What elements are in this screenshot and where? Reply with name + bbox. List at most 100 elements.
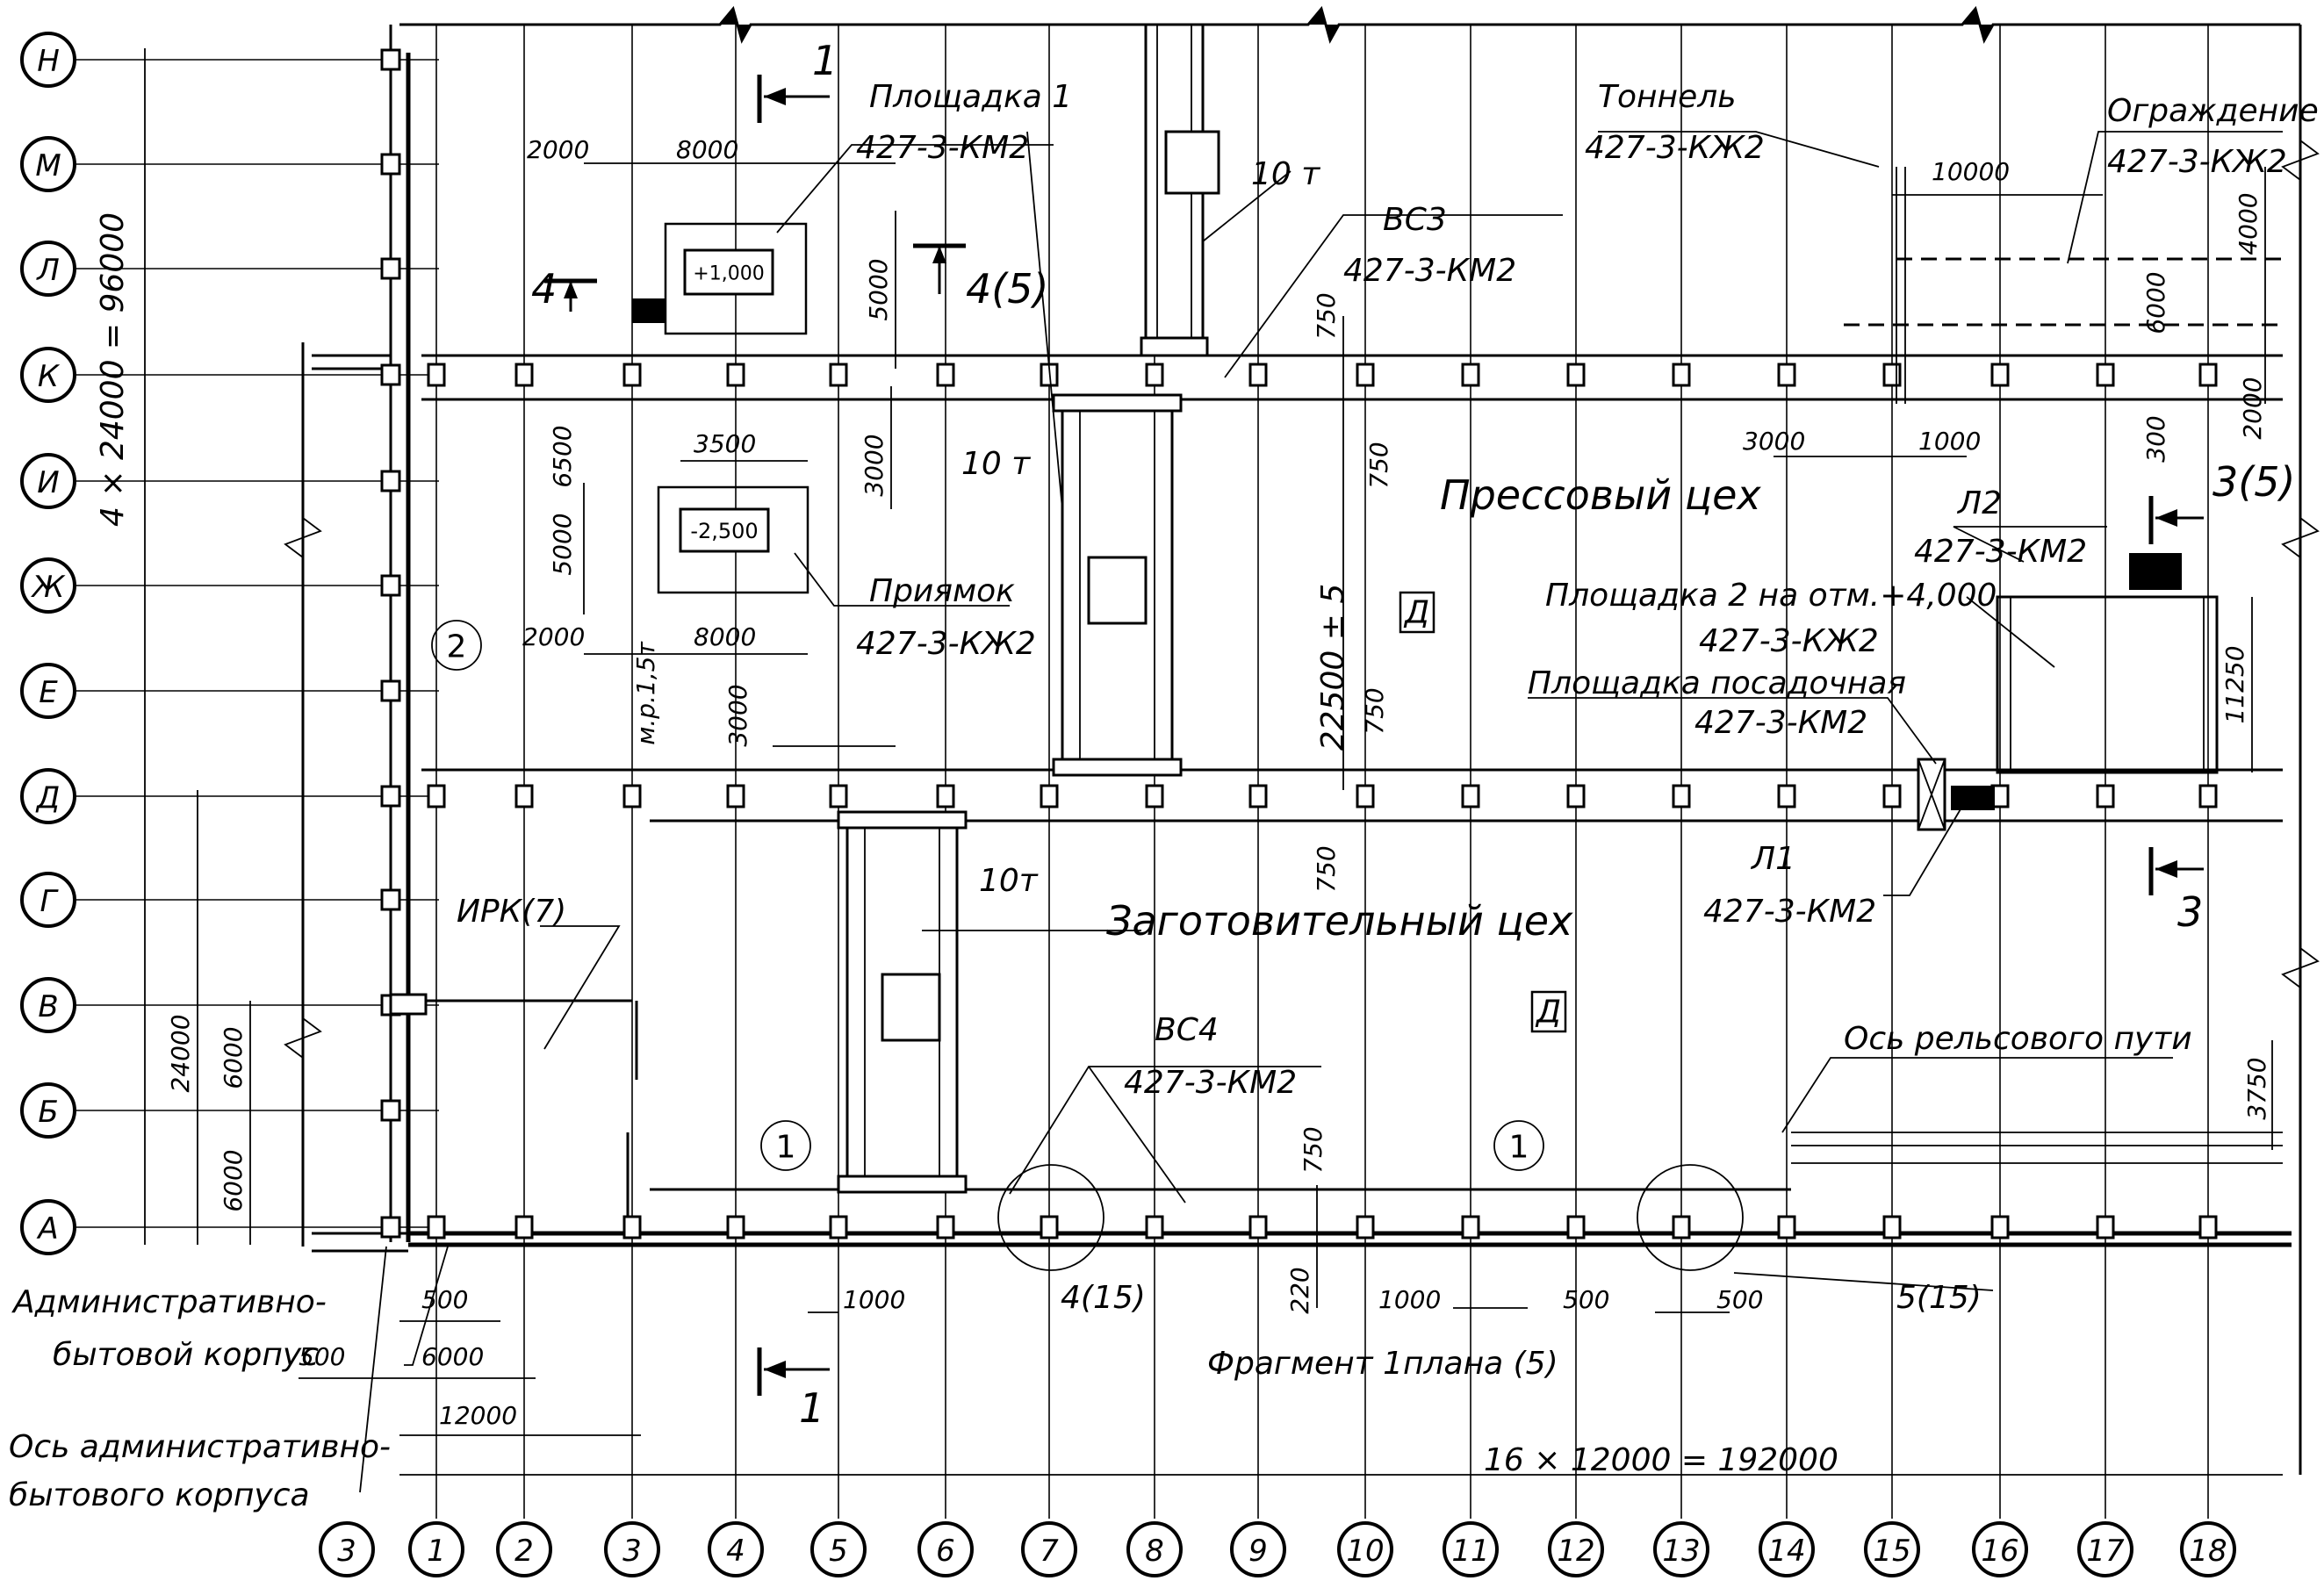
column-axis-label: 11 bbox=[1451, 1534, 1489, 1569]
dim-t-3000: 3000 bbox=[1743, 427, 1805, 456]
structural-column bbox=[427, 784, 446, 808]
dim-p1-5000: 5000 bbox=[864, 258, 893, 320]
platform1-label: Площадка 1 bbox=[869, 79, 1072, 115]
structural-column bbox=[622, 784, 642, 808]
structural-column bbox=[1145, 784, 1164, 808]
admin-axis-label-1: Ось административно- bbox=[9, 1429, 391, 1465]
dim-t-2000: 2000 bbox=[2238, 377, 2267, 439]
column-axis-label: 7 bbox=[1040, 1534, 1059, 1569]
structural-column bbox=[1672, 363, 1691, 387]
row-axis-label: А bbox=[36, 1211, 58, 1247]
fence-ref: 427-3-КЖ2 bbox=[2107, 144, 2287, 180]
structural-column bbox=[427, 363, 446, 387]
structural-column bbox=[1882, 784, 1902, 808]
structural-column bbox=[1672, 1215, 1691, 1240]
rail-axis-label: Ось рельсового пути bbox=[1844, 1021, 2192, 1057]
row-axis-bubble bbox=[20, 136, 76, 192]
dim-pit-3500: 3500 bbox=[694, 429, 756, 458]
l2-ref: 427-3-КМ2 bbox=[1914, 534, 2087, 570]
column-axis-label: 3 bbox=[622, 1534, 642, 1569]
ref-circle-1a: 1 bbox=[776, 1130, 796, 1166]
column-axis-label: 15 bbox=[1873, 1534, 1910, 1569]
dim-750a: 750 bbox=[1312, 292, 1341, 339]
column-axis-label: 8 bbox=[1145, 1534, 1164, 1569]
dim-t-1000: 1000 bbox=[1918, 427, 1981, 456]
crane-bottom bbox=[837, 810, 968, 1194]
platform-2 bbox=[1917, 553, 2219, 831]
wall-column bbox=[380, 363, 401, 386]
structural-column bbox=[1356, 1215, 1375, 1240]
structural-column bbox=[622, 1215, 642, 1240]
structural-column bbox=[2198, 784, 2218, 808]
structural-column bbox=[1248, 784, 1268, 808]
platform2-label: Площадка 2 на отм.+4,000 bbox=[1545, 578, 1997, 614]
crane-top bbox=[1140, 23, 1220, 357]
structural-column bbox=[1990, 1215, 2010, 1240]
row-axis-label: Б bbox=[38, 1095, 58, 1130]
ref-circle-2: 2 bbox=[447, 629, 467, 665]
section-labels: 1 1 3(5) 3 4 4(5) bbox=[531, 37, 2295, 1432]
structural-column bbox=[1356, 363, 1375, 387]
section-markers bbox=[544, 75, 2204, 1396]
structural-column bbox=[1882, 363, 1902, 387]
admin-building-label-1: Административно- bbox=[11, 1284, 327, 1320]
column-axis-label: 17 bbox=[2086, 1534, 2125, 1569]
building-outline bbox=[284, 5, 2320, 1475]
structural-column bbox=[514, 784, 534, 808]
dimension-lines bbox=[144, 48, 2283, 1476]
dim-pit-5000: 5000 bbox=[548, 513, 577, 575]
dim-6000a: 6000 bbox=[219, 1026, 248, 1089]
row-axis-bubble bbox=[20, 557, 76, 614]
row-axis-label: В bbox=[38, 989, 58, 1024]
platform1-ref: 427-3-КМ2 bbox=[856, 130, 1029, 166]
column-axis-label: 16 bbox=[1981, 1534, 2018, 1569]
dim-750d: 750 bbox=[1312, 845, 1341, 892]
wall-column bbox=[380, 1099, 401, 1122]
ref-circle-1b: 1 bbox=[1509, 1130, 1529, 1166]
row-axis-label: Д bbox=[35, 780, 61, 816]
irk-building bbox=[389, 993, 428, 1016]
platform2-ref: 427-3-КЖ2 bbox=[1699, 623, 1879, 659]
grid-row-lines bbox=[75, 59, 439, 1228]
dimension-text: 4 × 24000 = 96000 16 × 12000 = 192000 22… bbox=[95, 135, 2271, 1478]
structural-column bbox=[936, 784, 955, 808]
dim-pit-6500: 6500 bbox=[548, 425, 577, 487]
column-axis-bubble bbox=[1230, 1521, 1286, 1577]
platform1-level: +1,000 bbox=[693, 263, 764, 285]
fence-label: Ограждение bbox=[2107, 93, 2319, 129]
callout-labels: Площадка 1 427-3-КМ2 Приямок 427-3-КЖ2 Т… bbox=[9, 79, 2319, 1513]
row-axis-bubble bbox=[20, 32, 76, 88]
dim-b-220: 220 bbox=[1285, 1267, 1314, 1313]
column-axis-bubble bbox=[1653, 1521, 1709, 1577]
column-axis-bubble bbox=[604, 1521, 660, 1577]
dim-750b: 750 bbox=[1364, 442, 1393, 488]
structural-column bbox=[1248, 1215, 1268, 1240]
dim-p2-11250: 11250 bbox=[2220, 645, 2249, 723]
dim-3000a: 3000 bbox=[860, 434, 889, 496]
dim-p1-8000: 8000 bbox=[676, 135, 738, 164]
row-axis-label: М bbox=[35, 148, 61, 183]
dim-t-300: 300 bbox=[2141, 415, 2170, 462]
crane-middle bbox=[1052, 393, 1183, 777]
structural-column bbox=[936, 363, 955, 387]
structural-column bbox=[1040, 1215, 1059, 1240]
admin-axis-label-2: бытового корпуса bbox=[9, 1477, 310, 1513]
dim-total-length: 16 × 12000 = 192000 bbox=[1484, 1442, 1838, 1478]
structural-column bbox=[1990, 363, 2010, 387]
dim-b-500c: 500 bbox=[1563, 1285, 1609, 1314]
dim-750e: 750 bbox=[1299, 1126, 1327, 1173]
wall-column bbox=[380, 257, 401, 280]
blank-shop-label: Заготовительный цех bbox=[1106, 897, 1573, 945]
column-axis-bubble bbox=[1021, 1521, 1077, 1577]
node-4-label: 4(15) bbox=[1061, 1280, 1146, 1316]
structural-column bbox=[427, 1215, 446, 1240]
row-axis-label: К bbox=[38, 359, 61, 394]
dim-b-6000: 6000 bbox=[421, 1342, 484, 1371]
dim-t-4000: 4000 bbox=[2234, 192, 2263, 255]
hoist-label: м.р.1,5т bbox=[631, 642, 660, 745]
row-axis-label: Е bbox=[39, 675, 58, 710]
column-axis-bubble bbox=[2180, 1521, 2236, 1577]
structural-column bbox=[829, 1215, 848, 1240]
row-axis-bubble bbox=[20, 1082, 76, 1139]
structural-column bbox=[726, 363, 745, 387]
